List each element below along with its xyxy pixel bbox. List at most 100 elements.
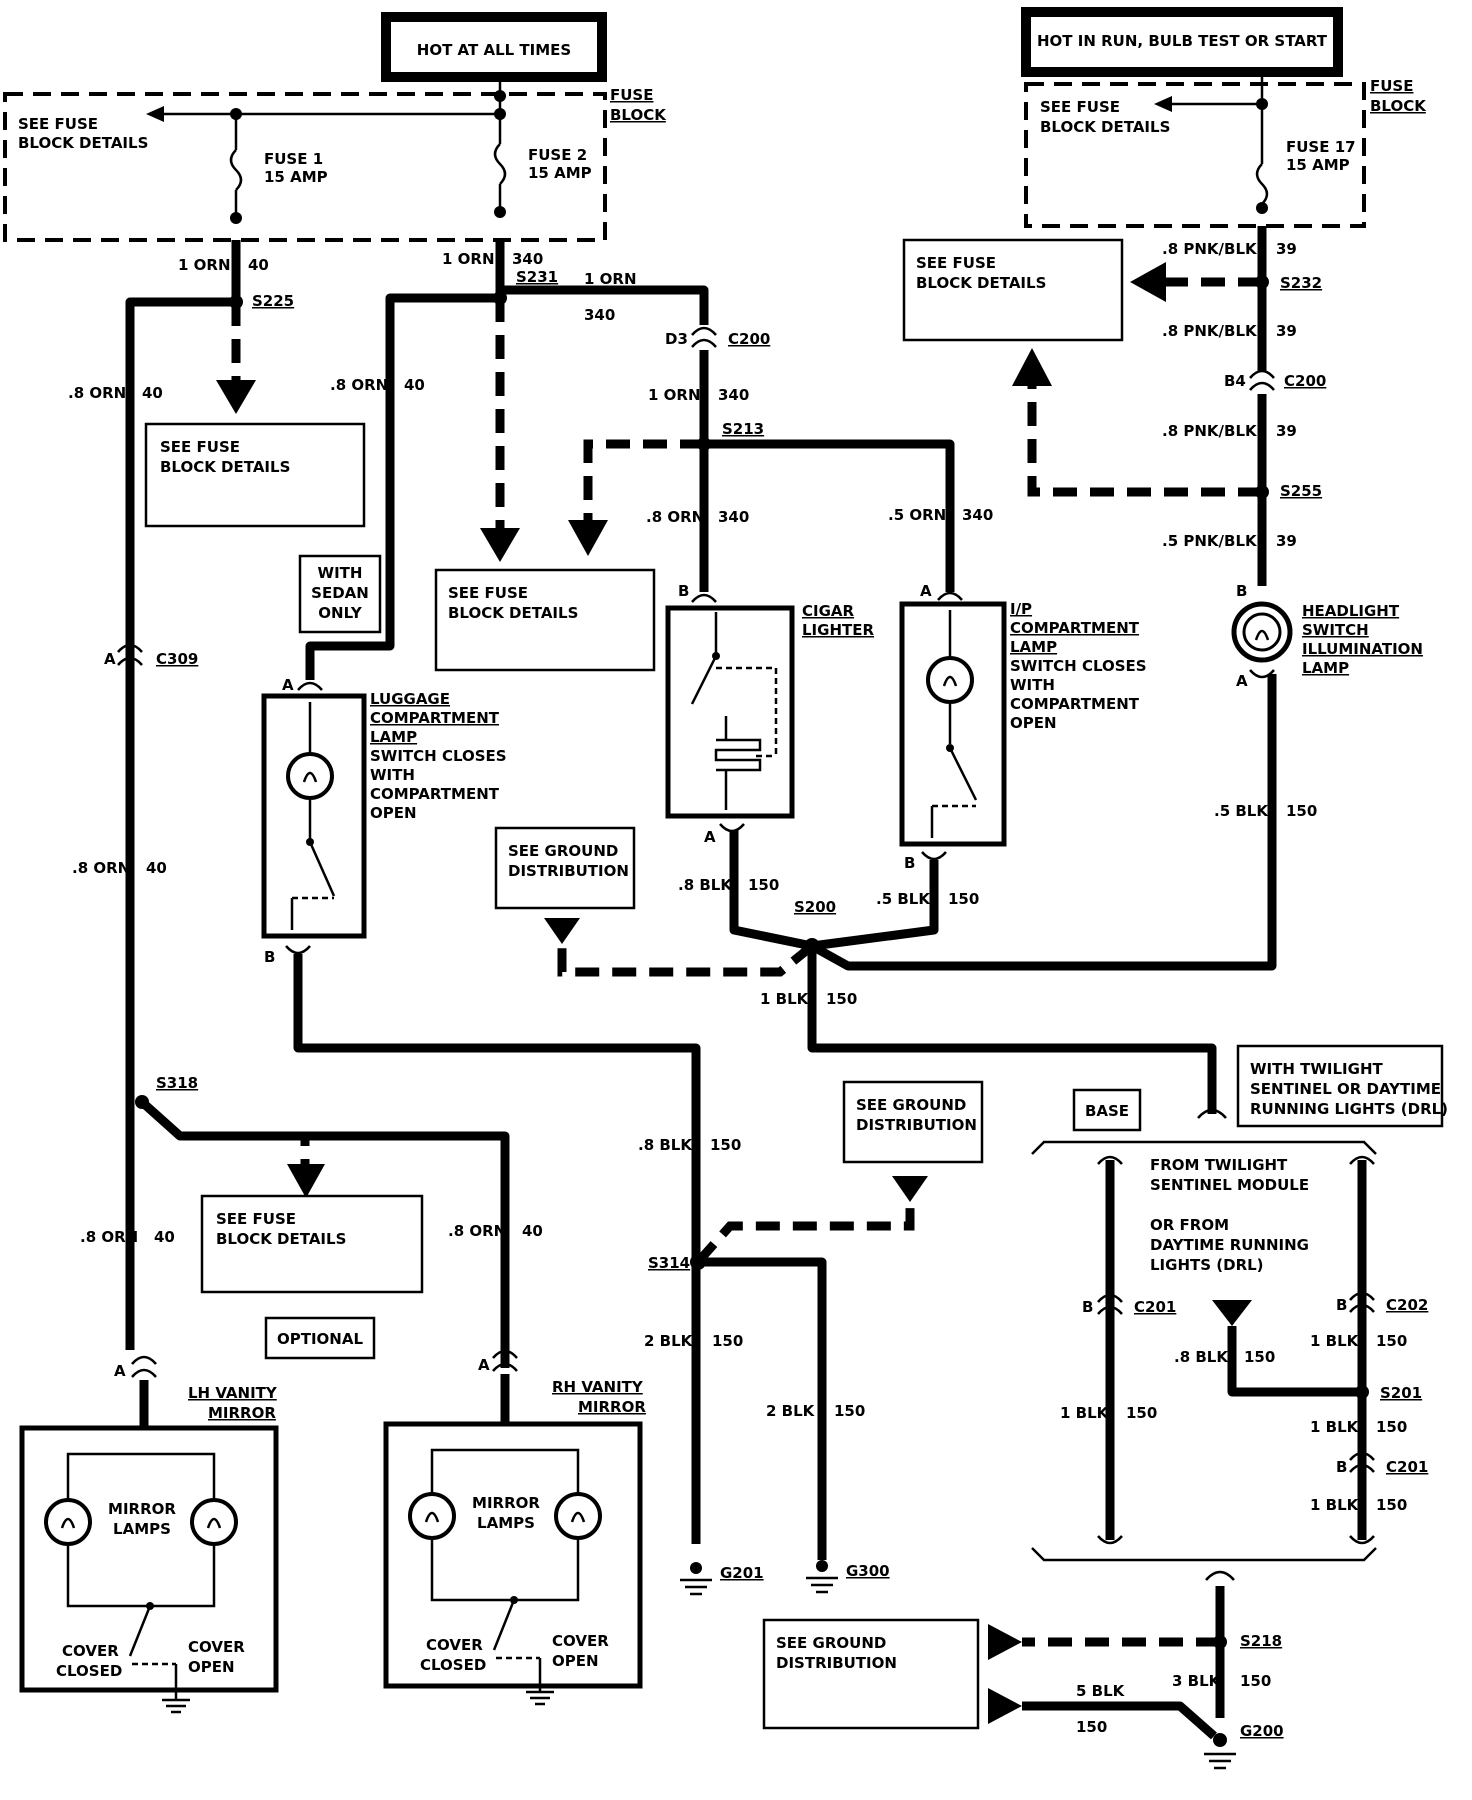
- svg-text:LUGGAGE: LUGGAGE: [370, 690, 450, 708]
- luggage-compartment-lamp: A LUGGAGE COMPARTMENT LAMP SWITCH CLOSES…: [261, 676, 701, 1544]
- svg-text:SWITCH CLOSES: SWITCH CLOSES: [1010, 657, 1147, 675]
- svg-text:OPEN: OPEN: [552, 1652, 599, 1670]
- ip-compartment-lamp: A I/P COMPARTMENT LAMP SWITCH CLOSES WIT…: [899, 582, 1147, 872]
- svg-text:HOT AT ALL TIMES: HOT AT ALL TIMES: [417, 41, 571, 59]
- s314-ground-branch: .8 BLK 150 S314 2 BLK 150 2 BLK 150 G201…: [638, 1136, 928, 1596]
- svg-text:C201: C201: [1386, 1458, 1428, 1476]
- svg-text:.8 BLK: .8 BLK: [638, 1136, 693, 1154]
- svg-text:LIGHTER: LIGHTER: [802, 621, 874, 639]
- svg-text:G201: G201: [720, 1564, 764, 1582]
- svg-text:3 BLK: 3 BLK: [1172, 1672, 1222, 1690]
- svg-text:40: 40: [154, 1228, 175, 1246]
- svg-text:150: 150: [1076, 1718, 1107, 1736]
- fuse-symbol-icon: [493, 143, 507, 185]
- svg-text:1 BLK: 1 BLK: [1310, 1332, 1360, 1350]
- svg-text:150: 150: [710, 1136, 741, 1154]
- svg-text:DISTRIBUTION: DISTRIBUTION: [856, 1116, 977, 1134]
- fuse17-circuit-39: .8 PNK/BLK 39 S232 .8 PNK/BLK 39 B4 C200…: [1012, 226, 1326, 586]
- fuse-block-left: FUSE BLOCK SEE FUSE BLOCK DETAILS FUSE 1…: [3, 80, 667, 242]
- svg-text:1 BLK: 1 BLK: [1310, 1496, 1360, 1514]
- svg-text:LAMP: LAMP: [1302, 659, 1349, 677]
- fuse-block-right: FUSE BLOCK SEE FUSE BLOCK DETAILS FUSE 1…: [1024, 76, 1427, 228]
- svg-text:SEDAN: SEDAN: [311, 584, 369, 602]
- svg-text:340: 340: [718, 386, 749, 404]
- ground-icon: [162, 1698, 190, 1714]
- svg-text:LAMP: LAMP: [1010, 638, 1057, 656]
- svg-text:COVER: COVER: [188, 1638, 245, 1656]
- lamp-bulb-icon: [190, 1498, 238, 1546]
- ground-circuit-s200: .8 BLK 150 .5 BLK 150 S200 1 BLK 150: [544, 674, 1277, 1119]
- svg-text:WITH: WITH: [318, 564, 363, 582]
- svg-text:C200: C200: [728, 330, 770, 348]
- svg-text:COVER: COVER: [552, 1632, 609, 1650]
- svg-text:COMPARTMENT: COMPARTMENT: [370, 709, 500, 727]
- arrow-up-icon: [1012, 348, 1052, 386]
- svg-text:B: B: [678, 582, 689, 600]
- svg-text:COMPARTMENT: COMPARTMENT: [1010, 695, 1140, 713]
- svg-text:SEE FUSE: SEE FUSE: [1040, 98, 1120, 116]
- arrow-down-icon: [480, 528, 520, 562]
- ground-triangle-icon: [1212, 1300, 1252, 1326]
- svg-text:.8 BLK: .8 BLK: [678, 876, 733, 894]
- svg-text:39: 39: [1276, 532, 1297, 550]
- svg-text:CLOSED: CLOSED: [420, 1656, 486, 1674]
- svg-text:SWITCH: SWITCH: [1302, 621, 1369, 639]
- svg-text:SEE FUSE: SEE FUSE: [18, 115, 98, 133]
- svg-text:1 ORN: 1 ORN: [442, 250, 495, 268]
- svg-text:FUSE 1: FUSE 1: [264, 150, 323, 168]
- svg-text:A: A: [114, 1362, 126, 1380]
- svg-text:340: 340: [718, 508, 749, 526]
- svg-text:40: 40: [404, 376, 425, 394]
- svg-text:C200: C200: [1284, 372, 1326, 390]
- svg-text:150: 150: [712, 1332, 743, 1350]
- svg-text:BLOCK: BLOCK: [1370, 97, 1427, 115]
- svg-text:D3: D3: [665, 330, 688, 348]
- ground-icon: [526, 1690, 554, 1706]
- svg-text:LAMPS: LAMPS: [477, 1514, 535, 1532]
- svg-text:RUNNING LIGHTS (DRL): RUNNING LIGHTS (DRL): [1250, 1100, 1448, 1118]
- fuse-symbol-icon: [1255, 163, 1269, 205]
- svg-text:FUSE 2: FUSE 2: [528, 146, 587, 164]
- svg-text:150: 150: [826, 990, 857, 1008]
- svg-text:150: 150: [1126, 1404, 1157, 1422]
- ground-triangle-icon: [544, 918, 580, 944]
- svg-text:150: 150: [1244, 1348, 1275, 1366]
- svg-text:S200: S200: [794, 898, 836, 916]
- svg-text:FROM TWILIGHT: FROM TWILIGHT: [1150, 1156, 1288, 1174]
- svg-text:MIRROR: MIRROR: [472, 1494, 540, 1512]
- svg-text:.8 BLK: .8 BLK: [1174, 1348, 1229, 1366]
- svg-text:S318: S318: [156, 1074, 198, 1092]
- svg-text:.8 ORN: .8 ORN: [448, 1222, 506, 1240]
- svg-text:CLOSED: CLOSED: [56, 1662, 122, 1680]
- svg-text:S231: S231: [516, 268, 558, 286]
- lamp-bulb-icon: [44, 1498, 92, 1546]
- svg-text:150: 150: [1376, 1496, 1407, 1514]
- svg-text:BLOCK DETAILS: BLOCK DETAILS: [160, 458, 290, 476]
- svg-text:39: 39: [1276, 422, 1297, 440]
- svg-text:150: 150: [748, 876, 779, 894]
- svg-text:CIGAR: CIGAR: [802, 602, 855, 620]
- see-ground-box-1: SEE GROUND DISTRIBUTION: [494, 826, 636, 910]
- svg-text:1 BLK: 1 BLK: [1060, 1404, 1110, 1422]
- svg-text:1 ORN: 1 ORN: [584, 270, 637, 288]
- svg-text:BASE: BASE: [1085, 1102, 1129, 1120]
- lh-vanity-mirror: LH VANITY MIRROR MIRROR LAMPS COVER CLOS…: [19, 1380, 279, 1714]
- see-ground-box-3: SEE GROUND DISTRIBUTION: [762, 1618, 980, 1730]
- svg-text:OPEN: OPEN: [188, 1658, 235, 1676]
- svg-text:LH VANITY: LH VANITY: [188, 1384, 278, 1402]
- svg-text:40: 40: [142, 384, 163, 402]
- svg-text:COMPARTMENT: COMPARTMENT: [370, 785, 500, 803]
- svg-text:15 AMP: 15 AMP: [1286, 156, 1350, 174]
- svg-text:.5 PNK/BLK: .5 PNK/BLK: [1162, 532, 1258, 550]
- arrow-left-icon: [146, 106, 164, 122]
- svg-text:BLOCK DETAILS: BLOCK DETAILS: [18, 134, 148, 152]
- svg-text:150: 150: [948, 890, 979, 908]
- svg-text:A: A: [478, 1356, 490, 1374]
- svg-text:SEE GROUND: SEE GROUND: [776, 1634, 886, 1652]
- lamp-bulb-icon: [286, 752, 334, 800]
- optional-box: OPTIONAL: [264, 1316, 376, 1360]
- svg-text:DAYTIME RUNNING: DAYTIME RUNNING: [1150, 1236, 1309, 1254]
- see-fuse-box-3: SEE FUSE BLOCK DETAILS: [902, 238, 1124, 342]
- svg-text:SEE GROUND: SEE GROUND: [508, 842, 618, 860]
- svg-text:S232: S232: [1280, 274, 1322, 292]
